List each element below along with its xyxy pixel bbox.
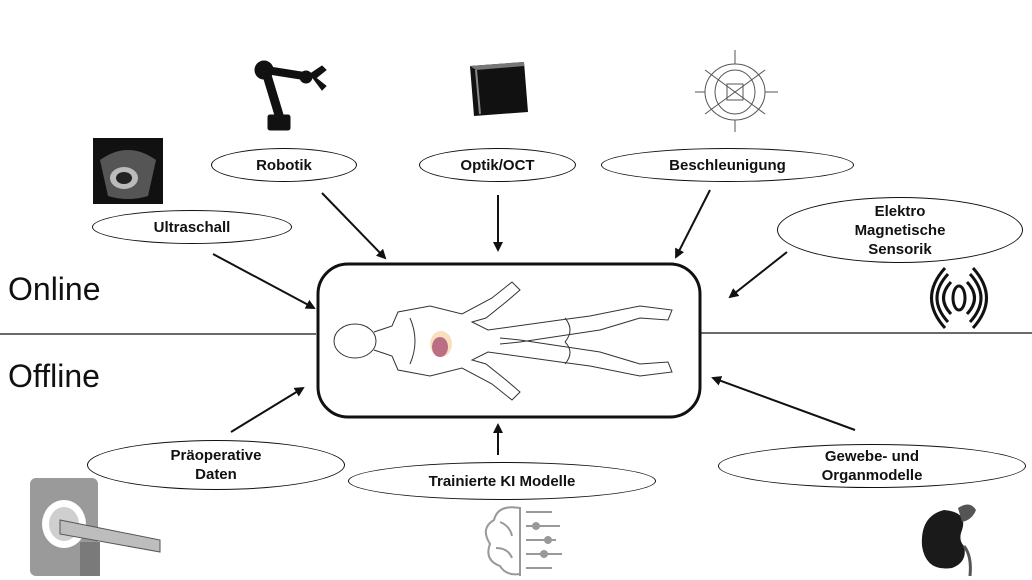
node-beschleunigung: Beschleunigung (601, 148, 854, 182)
accelerometer-drawing-icon (695, 50, 778, 132)
em-field-icon (930, 266, 988, 330)
node-praeoperative: Präoperative Daten (87, 440, 345, 490)
arrow-robotik (321, 192, 387, 260)
node-gewebe: Gewebe- und Organmodelle (718, 444, 1026, 488)
node-ultraschall: Ultraschall (92, 210, 292, 244)
patient-box (316, 262, 702, 419)
node-robotik: Robotik (211, 148, 357, 182)
ai-brain-icon (484, 506, 562, 576)
node-optik: Optik/OCT (419, 148, 576, 182)
organ-icon (432, 337, 448, 357)
human-body-icon (333, 281, 673, 401)
arrow-elektro (728, 251, 788, 299)
region-label-online: Online (8, 271, 101, 307)
kidney-icon (921, 504, 976, 577)
node-ki: Trainierte KI Modelle (348, 462, 656, 500)
arrow-beschleunigung (675, 189, 711, 259)
ct-scanner-icon (30, 478, 161, 576)
region-label-offline: Offline (8, 358, 100, 394)
robot-arm-icon (254, 60, 327, 131)
arrow-gewebe (711, 376, 856, 431)
arrow-ultraschall (212, 253, 316, 309)
node-elektro: Elektro Magnetische Sensorik (777, 197, 1023, 263)
oct-camera-icon (470, 62, 528, 116)
arrow-praeoperative (230, 386, 305, 433)
ultrasound-image-icon (93, 138, 163, 204)
